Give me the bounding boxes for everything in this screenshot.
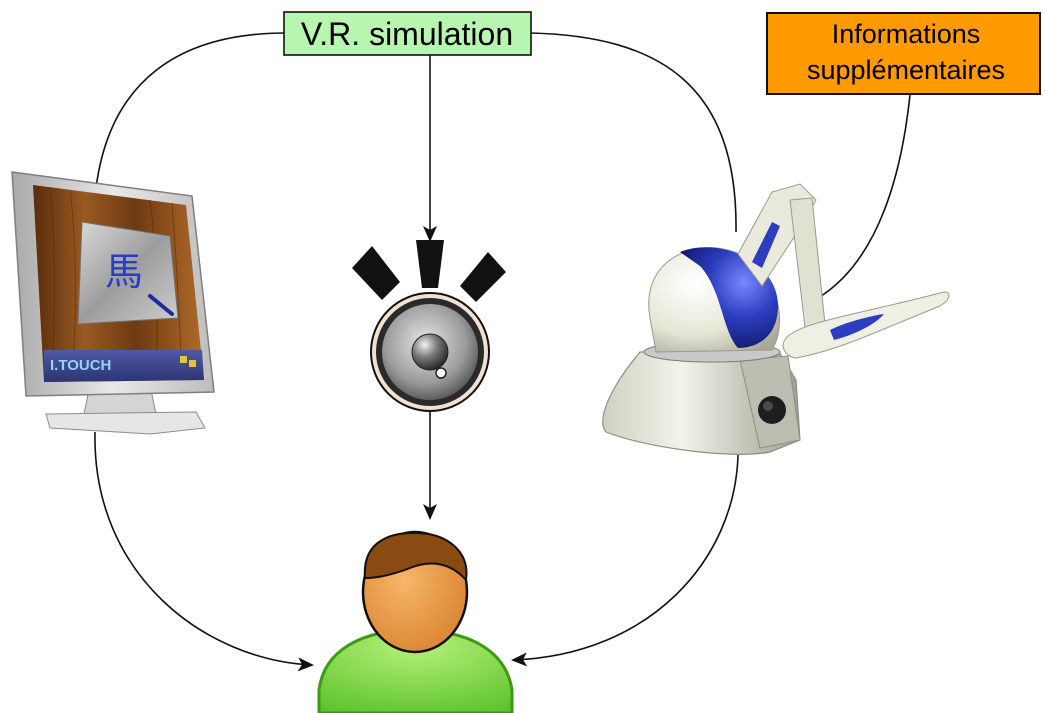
- screen-taskbar-icon: [44, 350, 204, 382]
- plate-glyph: 馬: [105, 250, 143, 294]
- sound-wave-right-icon: [460, 252, 506, 302]
- extra-info-label-line-1: Informations: [832, 19, 981, 49]
- connector-info-to-stylus: [817, 94, 911, 299]
- simulation-label: V.R. simulation: [301, 16, 513, 52]
- monitor-base-icon: [45, 411, 206, 435]
- connector-simulation-to-haptic: [529, 32, 737, 233]
- haptic-arm-lower-icon: [789, 197, 827, 337]
- connector-simulation-to-screen: [95, 32, 287, 189]
- connector-screen-to-user: [94, 431, 314, 672]
- sound-wave-center-icon: [416, 240, 444, 288]
- user-avatar: [317, 530, 514, 713]
- haptic-socket-icon: [758, 396, 786, 424]
- stylus-icon: [148, 294, 174, 316]
- simulation-box: [283, 11, 532, 56]
- haptic-arm-blue-stripe-icon: [752, 222, 780, 268]
- user-hair-icon: [363, 531, 468, 583]
- extra-info-node: Informations supplémentaires: [766, 12, 1041, 95]
- taskbar-icons: [180, 356, 196, 367]
- speaker-icon: [352, 240, 506, 412]
- haptic-stylus-grip-icon: [830, 314, 884, 340]
- connector-haptic-to-user: [511, 454, 739, 667]
- screen-brand-label: I.TOUCH: [50, 357, 111, 374]
- haptic-device-icon: [602, 183, 950, 455]
- extra-info-label-line-2: supplémentaires: [807, 55, 1005, 85]
- extra-info-box: [766, 12, 1041, 95]
- simulation-node: V.R. simulation: [283, 11, 532, 56]
- sound-wave-left-icon: [352, 246, 400, 300]
- haptic-socket-highlight-icon: [763, 401, 773, 411]
- speaker-nub-icon: [435, 367, 447, 379]
- speaker-dome-icon: [411, 333, 449, 371]
- monitor-icon: 馬 I.TOUCH: [11, 171, 215, 435]
